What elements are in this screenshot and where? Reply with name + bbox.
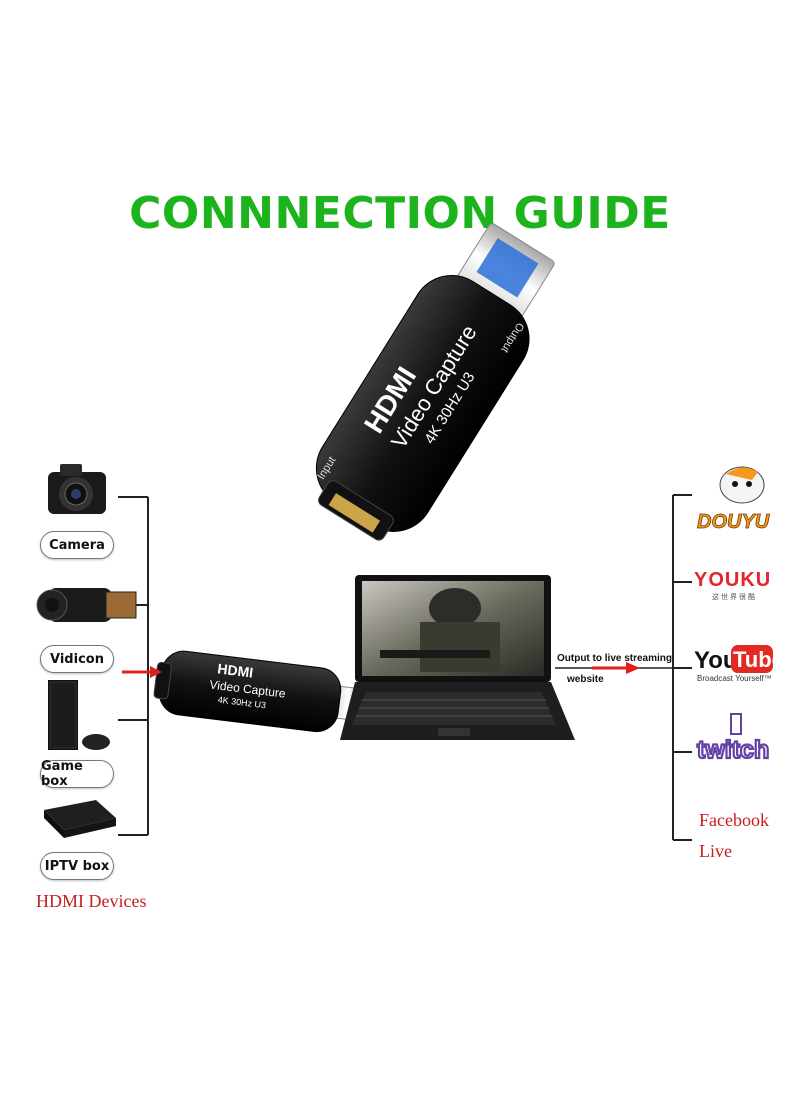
youtube-tube-text: Tube xyxy=(733,647,784,672)
output-arrow xyxy=(555,662,690,674)
input-arrow xyxy=(122,666,162,678)
page-title: CONNNECTION GUIDE xyxy=(129,188,671,239)
right-bracket xyxy=(672,494,692,841)
output-label-line2: website xyxy=(566,674,604,685)
douyu-text: DOUYU xyxy=(697,511,770,533)
device-label-vidicon: Vidicon xyxy=(40,645,114,673)
facebook-text: Facebook xyxy=(699,810,769,830)
iptv-box-icon xyxy=(44,800,116,838)
device-label-iptv-box: IPTV box xyxy=(40,852,114,880)
youku-text: YOUKU xyxy=(694,569,771,591)
laptop xyxy=(340,575,575,740)
hdmi-devices-caption: HDMI Devices xyxy=(36,891,147,911)
twitch-logo: twitch xyxy=(696,713,770,765)
output-label-line1: Output to live streaming xyxy=(557,653,672,664)
capture-device-small: HDMI Video Capture 4K 30Hz U3 xyxy=(153,650,363,733)
camcorder-icon xyxy=(36,588,137,622)
camera-icon xyxy=(48,464,106,514)
facebook-live-text: Live xyxy=(699,841,732,861)
youtube-tube-badge xyxy=(731,645,773,673)
left-bracket xyxy=(118,496,149,836)
device-brand-small: HDMI xyxy=(217,660,254,680)
device-label-camera: Camera xyxy=(40,531,114,559)
douyu-logo: DOUYU xyxy=(697,466,770,533)
youku-subtext: 这世界很酷 xyxy=(712,592,757,601)
youtube-subtext: Broadcast Yourself™ xyxy=(697,674,772,683)
game-console-icon xyxy=(48,680,110,750)
device-label-game-box: Game box xyxy=(40,759,114,789)
youtube-you-text: You xyxy=(694,647,738,674)
capture-device-large: HDMI Video Capture 4K 30Hz U3 Input Outp… xyxy=(315,223,555,541)
twitch-text: twitch xyxy=(697,736,769,764)
